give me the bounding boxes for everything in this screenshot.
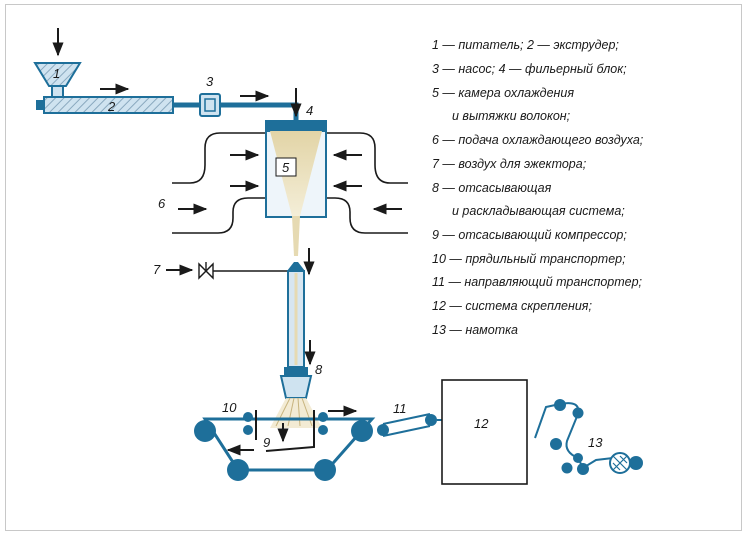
label-7: 7	[153, 262, 161, 277]
legend-line: 9 — отсасывающий компрессор;	[432, 228, 627, 242]
ejector	[166, 248, 315, 368]
label-11: 11	[393, 401, 407, 416]
legend-line: 10 — прядильный транспортер;	[432, 252, 626, 266]
legend-line: 8 — отсасывающая	[432, 181, 552, 195]
legend-line: 11 — направляющий транспортер;	[432, 275, 643, 289]
spinneret-block	[265, 120, 327, 131]
ejector-nozzle	[287, 262, 305, 271]
number-labels: 1 2 3 4 5 6 7 8 9 10 11 12 13	[53, 66, 603, 450]
legend-line: 6 — подача охлаждающего воздуха;	[432, 133, 644, 147]
roller	[314, 459, 336, 481]
pipe-to-spinneret	[220, 102, 299, 122]
roller	[351, 420, 373, 442]
extruder-end	[36, 100, 46, 110]
pump-body	[199, 93, 221, 117]
diffuser-top	[284, 367, 308, 376]
label-5-box	[275, 157, 297, 177]
label-4: 4	[306, 103, 313, 118]
spinning-conveyor	[194, 405, 376, 481]
diffuser	[279, 375, 313, 399]
legend-line: и раскладывающая система;	[452, 204, 625, 218]
legend-line: 12 — система скрепления;	[432, 299, 592, 313]
label-13: 13	[588, 435, 603, 450]
guide-belt	[382, 413, 431, 437]
roller	[227, 459, 249, 481]
label-6: 6	[158, 196, 166, 211]
label-12: 12	[474, 416, 489, 431]
legend-line: 5 — камера охлаждения	[432, 86, 574, 100]
winding-drive	[629, 456, 643, 470]
valve-icon	[198, 262, 214, 280]
label-1: 1	[53, 66, 60, 81]
legend-line: 3 — насос; 4 — фильерный блок;	[432, 62, 627, 76]
label-3: 3	[206, 74, 214, 89]
small-roller	[318, 412, 328, 422]
pump	[199, 88, 302, 122]
small-roller	[243, 425, 253, 435]
legend: 1 — питатель; 2 — экструдер; 3 — насос; …	[432, 38, 644, 337]
bonding-box	[441, 379, 528, 485]
label-5: 5	[282, 160, 290, 175]
label-10: 10	[222, 400, 237, 415]
label-2: 2	[107, 99, 116, 114]
legend-line: 13 — намотка	[432, 323, 518, 337]
guide-conveyor	[377, 413, 442, 437]
small-roller	[243, 412, 253, 422]
suction-box	[255, 410, 315, 452]
label-9: 9	[263, 435, 270, 450]
legend-line: и вытяжки волокон;	[452, 109, 571, 123]
hopper	[33, 28, 82, 99]
fiber-neck	[292, 216, 300, 256]
hopper-body	[33, 62, 82, 87]
winding-system	[534, 399, 643, 475]
roller	[194, 420, 216, 442]
quench-chamber	[178, 120, 402, 256]
legend-line: 1 — питатель; 2 — экструдер;	[432, 38, 619, 52]
legend-line: 7 — воздух для эжектора;	[432, 157, 587, 171]
label-8: 8	[315, 362, 323, 377]
extruder	[36, 83, 200, 114]
small-roller	[318, 425, 328, 435]
